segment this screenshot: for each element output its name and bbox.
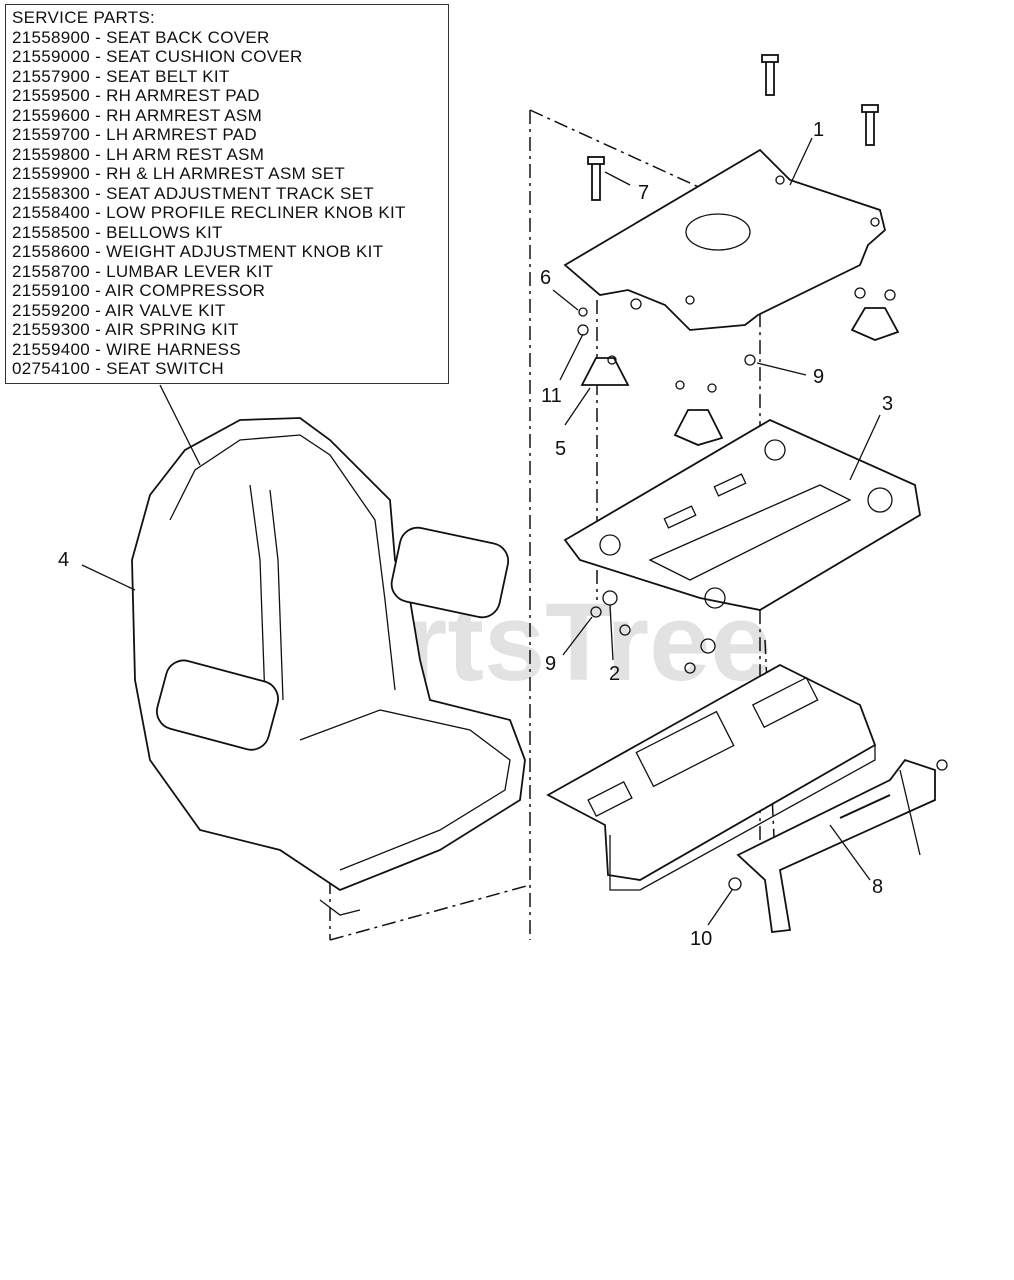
part-1-seat-mount-plate — [563, 148, 887, 331]
part-number: 21559500 — [12, 86, 91, 105]
legend-row: 21558500 - BELLOWS KIT — [12, 223, 448, 243]
callout-labels: 1 2 3 4 5 6 7 8 9 9 10 11 — [58, 119, 893, 950]
separator: - — [90, 144, 107, 164]
part-number: 21558900 — [12, 27, 91, 47]
part-description: AIR COMPRESSOR — [105, 281, 266, 300]
part-4-seat — [131, 417, 526, 916]
legend-row: 21557900 - SEAT BELT KIT — [12, 67, 448, 87]
leader-lines — [81, 137, 881, 926]
legend-row: 21559700 - LH ARMREST PAD — [12, 125, 448, 145]
part-number: 02754100 — [12, 359, 91, 378]
legend-row: 21558600 - WEIGHT ADJUSTMENT KNOB KIT — [12, 242, 448, 262]
part-description: WEIGHT ADJUSTMENT KNOB KIT — [106, 242, 384, 261]
part-number: 21559700 — [12, 125, 91, 144]
legend-row: 21559600 - RH ARMREST ASM — [12, 106, 448, 126]
legend-row: 02754100 - SEAT SWITCH — [12, 359, 448, 379]
legend-row: 21558900 - SEAT BACK COVER — [12, 28, 448, 48]
callout-2: 2 — [609, 663, 620, 685]
legend-row: 21559300 - AIR SPRING KIT — [12, 320, 448, 340]
part-number: 21559300 — [12, 320, 91, 339]
part-description: SEAT CUSHION COVER — [106, 47, 303, 66]
separator: - — [90, 183, 107, 203]
separator: - — [90, 86, 107, 105]
legend-row: 21559200 - AIR VALVE KIT — [12, 301, 448, 321]
part-number: 21558400 — [12, 203, 91, 222]
part-number: 21559800 — [12, 144, 91, 164]
separator: - — [90, 164, 107, 183]
service-parts-legend: SERVICE PARTS: 21558900 - SEAT BACK COVE… — [5, 4, 449, 384]
part-description: AIR SPRING KIT — [105, 320, 239, 339]
part-number: 21559200 — [12, 300, 91, 320]
legend-row: 21559100 - AIR COMPRESSOR — [12, 281, 448, 301]
part-8-brackets — [736, 758, 936, 933]
separator: - — [90, 320, 106, 339]
lower-seat-frame — [546, 663, 877, 891]
part-description: SEAT BELT KIT — [106, 66, 230, 86]
callout-6: 6 — [540, 267, 551, 289]
part-description: LH ARM REST ASM — [106, 144, 265, 164]
callout-5: 5 — [555, 438, 566, 460]
separator: - — [90, 27, 107, 47]
callout-1: 1 — [813, 119, 824, 141]
legend-row: 21558300 - SEAT ADJUSTMENT TRACK SET — [12, 184, 448, 204]
part-description: SEAT ADJUSTMENT TRACK SET — [106, 183, 374, 203]
legend-title: SERVICE PARTS: — [12, 8, 156, 27]
part-number: 21559100 — [12, 281, 91, 300]
legend-row: 21559900 - RH & LH ARMREST ASM SET — [12, 164, 448, 184]
separator: - — [90, 242, 107, 261]
separator: - — [90, 359, 107, 378]
part-3-slide-plate — [563, 418, 921, 611]
legend-row: 21559800 - LH ARM REST ASM — [12, 145, 448, 165]
separator: - — [90, 261, 107, 281]
part-number: 21559600 — [12, 105, 91, 125]
legend-row: 21559000 - SEAT CUSHION COVER — [12, 47, 448, 67]
part-description: RH ARMREST ASM — [106, 105, 263, 125]
callout-9-lower: 9 — [545, 653, 556, 675]
legend-row: 21558700 - LUMBAR LEVER KIT — [12, 262, 448, 282]
part-description: LUMBAR LEVER KIT — [106, 261, 274, 281]
part-number: 21558600 — [12, 242, 91, 261]
legend-row: 21558400 - LOW PROFILE RECLINER KNOB KIT — [12, 203, 448, 223]
part-5-isolator-mounts — [580, 307, 900, 446]
separator: - — [90, 339, 107, 359]
separator: - — [90, 222, 107, 242]
callout-3: 3 — [882, 393, 893, 415]
part-number: 21559400 — [12, 339, 91, 359]
separator: - — [90, 300, 106, 320]
part-description: RH ARMREST PAD — [106, 86, 260, 105]
separator: - — [90, 105, 107, 125]
callout-7: 7 — [638, 182, 649, 204]
callout-4: 4 — [58, 549, 69, 571]
part-description: WIRE HARNESS — [106, 339, 241, 359]
part-7-bolts — [587, 54, 879, 201]
separator: - — [90, 203, 107, 222]
separator: - — [90, 47, 107, 66]
legend-row: 21559400 - WIRE HARNESS — [12, 340, 448, 360]
part-description: LOW PROFILE RECLINER KNOB KIT — [106, 203, 406, 222]
part-description: SEAT BACK COVER — [106, 27, 270, 47]
part-description: LH ARMREST PAD — [106, 125, 258, 144]
callout-8: 8 — [872, 876, 883, 898]
part-description: AIR VALVE KIT — [105, 300, 226, 320]
part-number: 21557900 — [12, 66, 91, 86]
callout-10: 10 — [690, 928, 712, 950]
part-number: 21558700 — [12, 261, 91, 281]
separator: - — [90, 281, 106, 300]
callout-11: 11 — [541, 385, 562, 407]
part-number: 21559000 — [12, 47, 91, 66]
part-description: BELLOWS KIT — [106, 222, 223, 242]
part-description: RH & LH ARMREST ASM SET — [106, 164, 346, 183]
callout-9-upper: 9 — [813, 366, 824, 388]
part-number: 21558500 — [12, 222, 91, 242]
part-number: 21559900 — [12, 164, 91, 183]
separator: - — [90, 66, 107, 86]
separator: - — [90, 125, 107, 144]
part-description: SEAT SWITCH — [106, 359, 224, 378]
legend-row: 21559500 - RH ARMREST PAD — [12, 86, 448, 106]
part-number: 21558300 — [12, 183, 91, 203]
